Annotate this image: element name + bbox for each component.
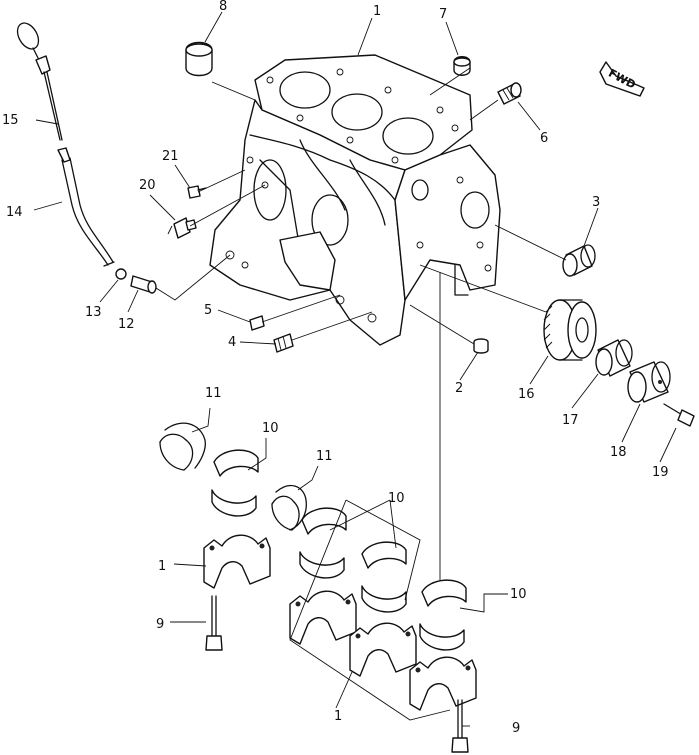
- callout-8: 8: [219, 0, 227, 14]
- thrust-collar-18: [627, 361, 671, 403]
- callout-9-left: 9: [156, 617, 164, 632]
- bearing-shell-upper-2: [299, 507, 347, 579]
- taper-plug: [497, 82, 522, 105]
- callout-10-upper: 10: [262, 421, 279, 436]
- cap-bolt-left: [205, 595, 223, 651]
- callout-1-cap-left: 1: [158, 559, 166, 574]
- gear-16: [543, 299, 597, 361]
- bushing-3: [562, 244, 596, 277]
- sensor-switch: [167, 217, 197, 239]
- bearing-cap-2: [289, 590, 357, 645]
- plug-2: [473, 338, 489, 354]
- cap-plug-large: [185, 41, 213, 77]
- thrust-washer-lower: [271, 484, 307, 531]
- o-ring: [115, 268, 127, 280]
- bushing-17: [595, 339, 633, 377]
- callout-14: 14: [6, 205, 23, 220]
- bearing-shell-upper-4: [419, 579, 467, 651]
- callout-21: 21: [162, 149, 179, 164]
- callout-20: 20: [139, 178, 156, 193]
- callout-1-block: 1: [373, 4, 381, 19]
- callout-13: 13: [85, 305, 102, 320]
- plug-5: [249, 315, 265, 331]
- callout-11-upper: 11: [205, 386, 222, 401]
- plug-4: [273, 333, 294, 353]
- dipstick-guide-tube: [57, 147, 115, 267]
- callout-12: 12: [118, 317, 135, 332]
- callout-18: 18: [610, 445, 627, 460]
- callout-3: 3: [592, 195, 600, 210]
- cap-plug-small: [453, 56, 471, 76]
- callout-10-middle: 10: [388, 491, 405, 506]
- bearing-cap-rear: [409, 656, 477, 711]
- bearing-cap-3: [349, 622, 417, 677]
- cylinder-block: [209, 54, 501, 346]
- bearing-shell-upper-1: [211, 449, 259, 517]
- callout-2: 2: [455, 381, 463, 396]
- callout-labels: 1 8 7 6 3 15 14 21 20 13 12 5 4 2 16 17 …: [2, 0, 669, 736]
- callout-9-bottom: 9: [512, 721, 520, 736]
- bolt-21: [187, 185, 207, 199]
- thrust-washer-upper: [159, 422, 206, 471]
- leader-lines: [33, 11, 677, 727]
- callout-17: 17: [562, 413, 579, 428]
- callout-19: 19: [652, 465, 669, 480]
- callout-15: 15: [2, 113, 19, 128]
- dipstick: [16, 22, 63, 141]
- callout-7: 7: [439, 7, 447, 22]
- forward-direction-arrow: FWD: [599, 61, 645, 97]
- bearing-shell-upper-3: [361, 541, 407, 613]
- callout-10-rear: 10: [510, 587, 527, 602]
- cap-bolt-bottom: [451, 699, 469, 753]
- callout-11-lower: 11: [316, 449, 333, 464]
- adapter-pipe: [130, 275, 157, 294]
- bearing-cap-front: [203, 534, 271, 589]
- callout-1-cap-bottom: 1: [334, 709, 342, 724]
- callout-4: 4: [228, 335, 236, 350]
- bolt-19: [663, 403, 695, 427]
- callout-5: 5: [204, 303, 212, 318]
- callout-6: 6: [540, 131, 548, 146]
- callout-16: 16: [518, 387, 535, 402]
